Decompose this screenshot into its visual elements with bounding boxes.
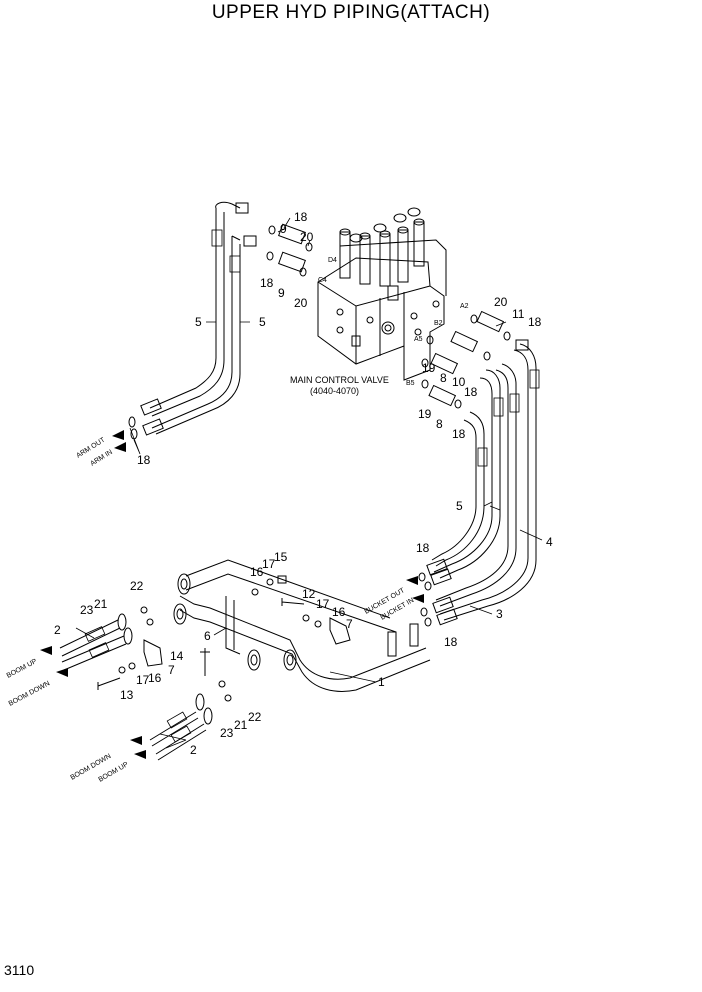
callout-10: 10 xyxy=(452,375,466,389)
boom-pipe-assembly xyxy=(173,559,431,692)
boom-up-left-label: BOOM UP xyxy=(6,658,39,680)
page-title: UPPER HYD PIPING(ATTACH) xyxy=(211,2,491,23)
arm-hose-fittings xyxy=(128,202,257,440)
callout-22: 22 xyxy=(248,710,262,724)
callout-1: 1 xyxy=(378,675,385,689)
bucket-hose-item5b xyxy=(433,369,504,579)
valve-adapters-upper xyxy=(266,223,313,277)
valve-adapters-right xyxy=(421,310,511,409)
port-c4-label: C4 xyxy=(318,277,327,284)
callout-8: 8 xyxy=(436,417,443,431)
bucket-hose-item3 xyxy=(439,339,540,621)
port-b5-label: B5 xyxy=(406,380,415,387)
valve-caption-line2: (4040-4070) xyxy=(310,386,359,396)
callout-7: 7 xyxy=(346,617,353,631)
port-a2-label: A2 xyxy=(460,303,469,310)
valve-caption-line1: MAIN CONTROL VALVE xyxy=(290,375,389,385)
callout-11: 11 xyxy=(512,307,525,321)
callout-6: 6 xyxy=(204,629,211,643)
arm-in-label: ARM IN xyxy=(89,449,113,468)
callout-16: 16 xyxy=(332,605,346,619)
callout-17: 17 xyxy=(316,597,330,611)
callout-21: 21 xyxy=(234,718,248,732)
callout-18: 18 xyxy=(452,427,466,441)
callout-17: 17 xyxy=(136,673,150,687)
boom-hoses-left xyxy=(59,613,133,671)
callout-19: 19 xyxy=(418,407,432,421)
bucket-hose-item4 xyxy=(435,363,520,607)
bucket-hose-item5 xyxy=(431,411,488,567)
callout-18: 18 xyxy=(528,315,542,329)
callout-20: 20 xyxy=(294,296,308,310)
arm-hose-inner xyxy=(151,235,241,435)
port-d4-label: D4 xyxy=(328,257,337,264)
callout-19: 19 xyxy=(422,361,436,375)
callout-15: 15 xyxy=(274,550,288,564)
callout-20: 20 xyxy=(494,295,508,309)
callout-18: 18 xyxy=(137,453,151,467)
callout-18: 18 xyxy=(444,635,458,649)
port-a5-label: A5 xyxy=(414,336,423,343)
boom-down-left-label: BOOM DOWN xyxy=(8,680,51,708)
callout-7: 7 xyxy=(168,663,175,677)
boom-hoses-bottom xyxy=(149,693,213,761)
callout-5: 5 xyxy=(195,315,202,329)
callout-17: 17 xyxy=(262,557,276,571)
port-b2-label: B2 xyxy=(434,320,443,327)
callout-4: 4 xyxy=(546,535,553,549)
arm-hose-outer xyxy=(149,201,241,417)
callout-18: 18 xyxy=(260,276,274,290)
callout-9: 9 xyxy=(280,222,287,236)
callouts: 5 5 18 9 20 18 9 20 20 11 18 19 8 10 18 … xyxy=(54,210,553,757)
callout-21: 21 xyxy=(94,597,108,611)
main-control-valve xyxy=(317,207,447,381)
direction-arrows xyxy=(40,430,424,759)
callout-23: 23 xyxy=(220,726,234,740)
callout-13: 13 xyxy=(120,688,134,702)
callout-2: 2 xyxy=(54,623,61,637)
callout-3: 3 xyxy=(496,607,503,621)
callout-8: 8 xyxy=(440,371,447,385)
callout-5: 5 xyxy=(456,499,463,513)
callout-2: 2 xyxy=(190,743,197,757)
hardware-parts xyxy=(97,575,351,702)
callout-5: 5 xyxy=(259,315,266,329)
callout-16: 16 xyxy=(148,671,162,685)
leader-lines xyxy=(75,217,543,749)
bucket-hose-fittings xyxy=(418,558,458,627)
callout-9: 9 xyxy=(278,286,285,300)
callout-22: 22 xyxy=(130,579,144,593)
callout-23: 23 xyxy=(80,603,94,617)
callout-18: 18 xyxy=(464,385,478,399)
page-number: 3110 xyxy=(4,962,35,978)
callout-20: 20 xyxy=(300,230,314,244)
callout-16: 16 xyxy=(250,565,264,579)
callout-14: 14 xyxy=(170,649,184,663)
callout-18: 18 xyxy=(294,210,308,224)
callout-18: 18 xyxy=(416,541,430,555)
callout-12: 12 xyxy=(302,587,316,601)
